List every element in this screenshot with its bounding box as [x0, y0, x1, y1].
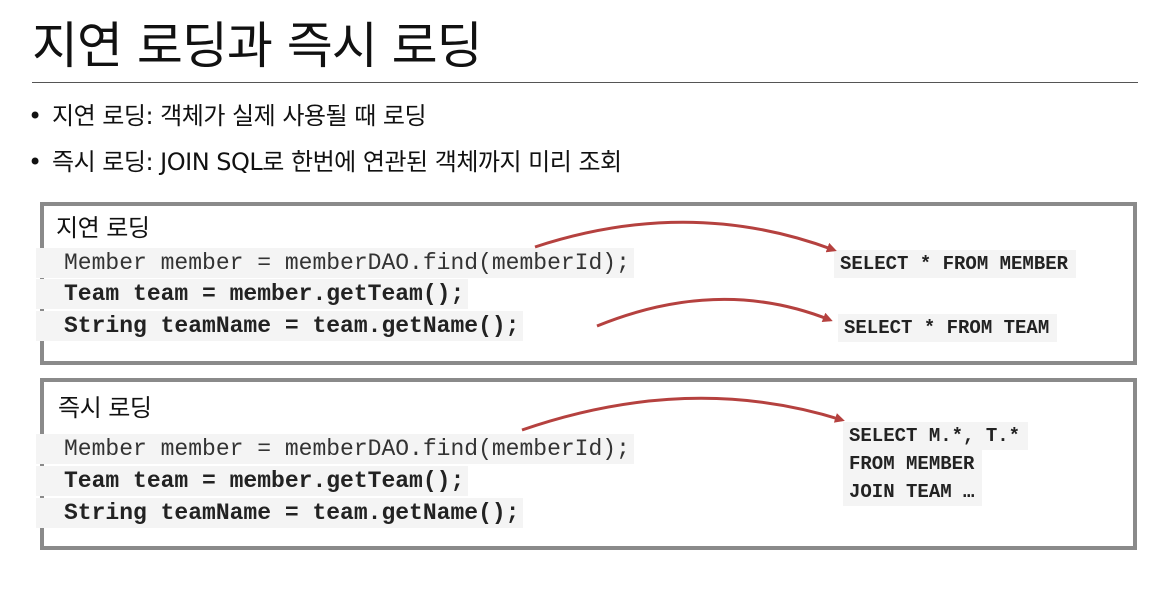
lazy-code-line-member: Member member = memberDAO.find(memberId)… [36, 248, 634, 278]
lazy-sql-member: SELECT * FROM MEMBER [834, 250, 1077, 278]
eager-sql-from: FROM MEMBER [843, 450, 983, 478]
bullet-dot: • [28, 148, 42, 176]
eager-loading-box [40, 378, 1137, 550]
eager-loading-label: 즉시 로딩 [58, 394, 152, 422]
lazy-code-line-teamname: String teamName = team.getName(); [36, 311, 524, 341]
eager-sql-join: JOIN TEAM … [843, 478, 983, 506]
title-divider [32, 82, 1138, 83]
bullet-text-eager: 즉시 로딩: JOIN SQL로 한번에 연관된 객체까지 미리 조회 [52, 148, 622, 176]
bullet-item: • 즉시 로딩: JOIN SQL로 한번에 연관된 객체까지 미리 조회 [28, 150, 622, 174]
lazy-code-line-team: Team team = member.getTeam(); [36, 279, 469, 309]
bullet-item: • 지연 로딩: 객체가 실제 사용될 때 로딩 [28, 104, 622, 128]
slide-title: 지연 로딩과 즉시 로딩 [32, 17, 483, 75]
eager-sql-select: SELECT M.*, T.* [843, 422, 1029, 450]
eager-code-line-teamname: String teamName = team.getName(); [36, 498, 524, 528]
eager-code-line-member: Member member = memberDAO.find(memberId)… [36, 434, 634, 464]
bullet-text-lazy: 지연 로딩: 객체가 실제 사용될 때 로딩 [52, 102, 427, 130]
lazy-sql-team: SELECT * FROM TEAM [838, 314, 1058, 342]
bullet-dot: • [28, 102, 42, 130]
bullet-list: • 지연 로딩: 객체가 실제 사용될 때 로딩 • 즉시 로딩: JOIN SQL… [28, 104, 622, 196]
eager-code-line-team: Team team = member.getTeam(); [36, 466, 469, 496]
lazy-loading-label: 지연 로딩 [56, 214, 150, 242]
